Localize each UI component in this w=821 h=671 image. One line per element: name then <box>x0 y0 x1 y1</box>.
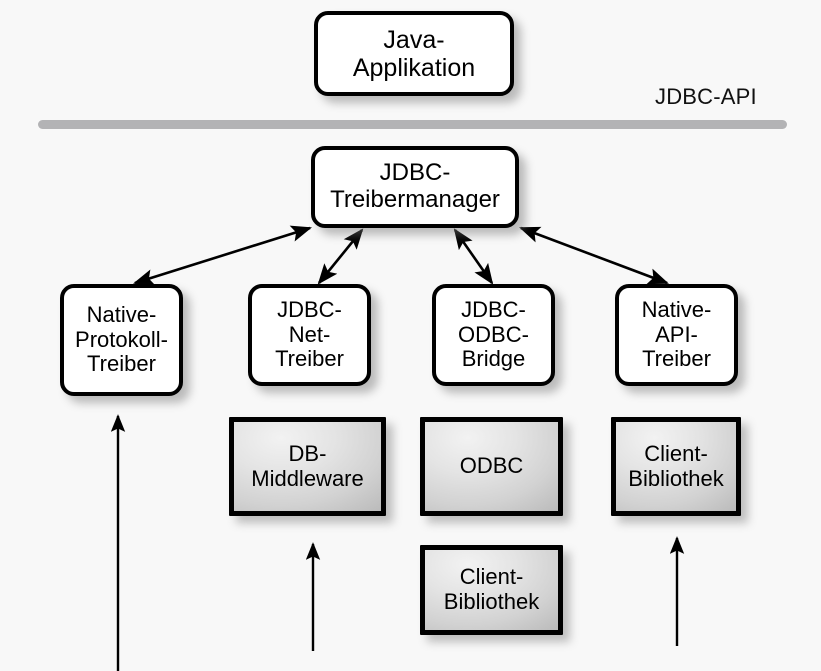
node-native-protocol-driver-label: Native- Protokoll- Treiber <box>75 302 168 377</box>
node-jdbc-odbc-bridge[interactable]: JDBC- ODBC- Bridge <box>432 284 555 386</box>
node-db-middleware-label: DB- Middleware <box>251 440 364 491</box>
node-native-api-driver-label: Native- API- Treiber <box>641 297 712 372</box>
node-jdbc-net-driver-label: JDBC- Net- Treiber <box>275 297 344 372</box>
node-client-library-native-label: Client- Bibliothek <box>628 440 724 491</box>
edge-manager-jdbc-net-driver <box>317 228 364 285</box>
jdbc-api-label: JDBC-API <box>655 84 757 109</box>
node-odbc[interactable]: ODBC <box>420 417 563 516</box>
node-jdbc-net-driver[interactable]: JDBC- Net- Treiber <box>248 284 371 386</box>
edge-manager-native-api-driver <box>519 226 669 285</box>
node-java-application-label: Java- Applikation <box>352 25 476 82</box>
node-client-library-odbc[interactable]: Client- Bibliothek <box>420 545 563 635</box>
node-odbc-label: ODBC <box>459 453 524 479</box>
node-client-library-native[interactable]: Client- Bibliothek <box>611 417 741 516</box>
node-native-protocol-driver[interactable]: Native- Protokoll- Treiber <box>60 284 183 396</box>
edge-manager-native-protocol-driver <box>133 225 312 286</box>
node-native-api-driver[interactable]: Native- API- Treiber <box>615 284 738 386</box>
node-jdbc-driver-manager-label: JDBC- Treibermanager <box>330 159 500 213</box>
jdbc-api-divider <box>38 120 787 129</box>
node-java-application[interactable]: Java- Applikation <box>314 11 514 96</box>
node-db-middleware[interactable]: DB- Middleware <box>229 417 386 516</box>
node-jdbc-odbc-bridge-label: JDBC- ODBC- Bridge <box>458 297 529 372</box>
edge-manager-jdbc-odbc-bridge <box>453 228 494 285</box>
node-client-library-odbc-label: Client- Bibliothek <box>443 564 540 614</box>
node-jdbc-driver-manager[interactable]: JDBC- Treibermanager <box>311 146 519 228</box>
